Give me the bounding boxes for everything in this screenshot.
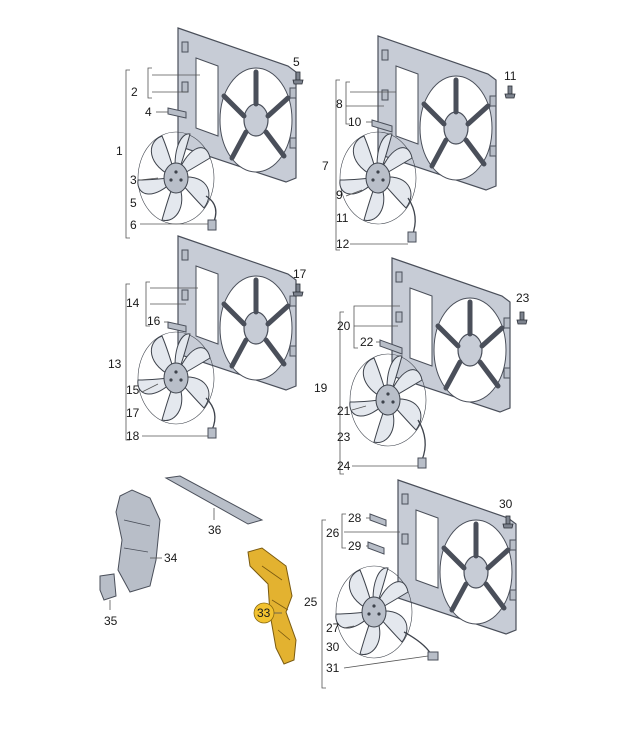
group-1-assembly: 1 2 3 4 5 6 5 (116, 28, 304, 239)
air-guide-34 (115, 489, 161, 593)
callout-35: 35 (104, 614, 118, 628)
screw-23 (516, 311, 528, 325)
pad-10 (371, 119, 393, 133)
callout-30: 30 (326, 640, 340, 654)
callout-13: 13 (108, 357, 122, 371)
group-13-assembly: 13 14 15 16 17 18 17 (108, 236, 307, 443)
callout-15: 15 (126, 383, 140, 397)
callout-21: 21 (337, 404, 351, 418)
bracket-35 (99, 573, 117, 601)
callout-29: 29 (348, 539, 362, 553)
callout-33: 33 (257, 606, 271, 620)
callout-3: 3 (130, 173, 137, 187)
callout-20: 20 (337, 319, 351, 333)
pad-28 (369, 513, 387, 527)
callout-17: 17 (126, 406, 140, 420)
callout-14: 14 (126, 296, 140, 310)
callout-2: 2 (131, 85, 138, 99)
connector-31 (427, 651, 439, 661)
callout-11-screw: 11 (504, 69, 517, 83)
callout-18: 18 (126, 429, 140, 443)
fan-shroud-19 (392, 258, 510, 412)
callout-5-screw: 5 (293, 55, 300, 69)
connector-6 (207, 219, 217, 231)
callout-26: 26 (326, 526, 340, 540)
callout-17-screw: 17 (293, 267, 307, 281)
connector-12 (407, 231, 417, 243)
seal-strip-36 (164, 475, 264, 525)
callout-16: 16 (147, 314, 161, 328)
callout-5: 5 (130, 196, 137, 210)
group-25-assembly: 25 26 27 28 29 30 31 30 (304, 480, 516, 689)
callout-11: 11 (336, 211, 349, 225)
connector-18 (207, 427, 217, 439)
callout-24: 24 (337, 459, 351, 473)
loose-parts-group: 34 35 36 33 (99, 475, 297, 665)
callout-23: 23 (337, 430, 351, 444)
callout-6: 6 (130, 218, 137, 232)
pad-16 (167, 321, 187, 333)
callout-22: 22 (360, 335, 374, 349)
callout-31: 31 (326, 661, 340, 675)
screw-11 (504, 85, 516, 99)
group-19-assembly: 19 20 21 22 23 24 23 (314, 258, 530, 475)
callout-27: 27 (326, 621, 340, 635)
callout-19: 19 (314, 381, 328, 395)
bracket-33-highlighted (247, 547, 297, 665)
callout-7: 7 (322, 159, 329, 173)
callout-25: 25 (304, 595, 318, 609)
callout-23-screw: 23 (516, 291, 530, 305)
connector-24 (417, 457, 427, 469)
callout-4: 4 (145, 105, 152, 119)
callout-8: 8 (336, 97, 343, 111)
callout-12: 12 (336, 237, 350, 251)
callout-1: 1 (116, 144, 123, 158)
fan-wire-19 (417, 419, 426, 461)
group-7-assembly: 7 8 9 10 11 12 11 (322, 36, 517, 251)
callout-30-screw: 30 (499, 497, 513, 511)
callout-9: 9 (336, 188, 343, 202)
pad-29 (367, 541, 385, 555)
pad-22 (379, 339, 403, 355)
callout-10: 10 (348, 115, 362, 129)
callout-34: 34 (164, 551, 178, 565)
fan-wire-13 (205, 397, 216, 431)
callout-28: 28 (348, 511, 362, 525)
callout-36: 36 (208, 523, 222, 537)
